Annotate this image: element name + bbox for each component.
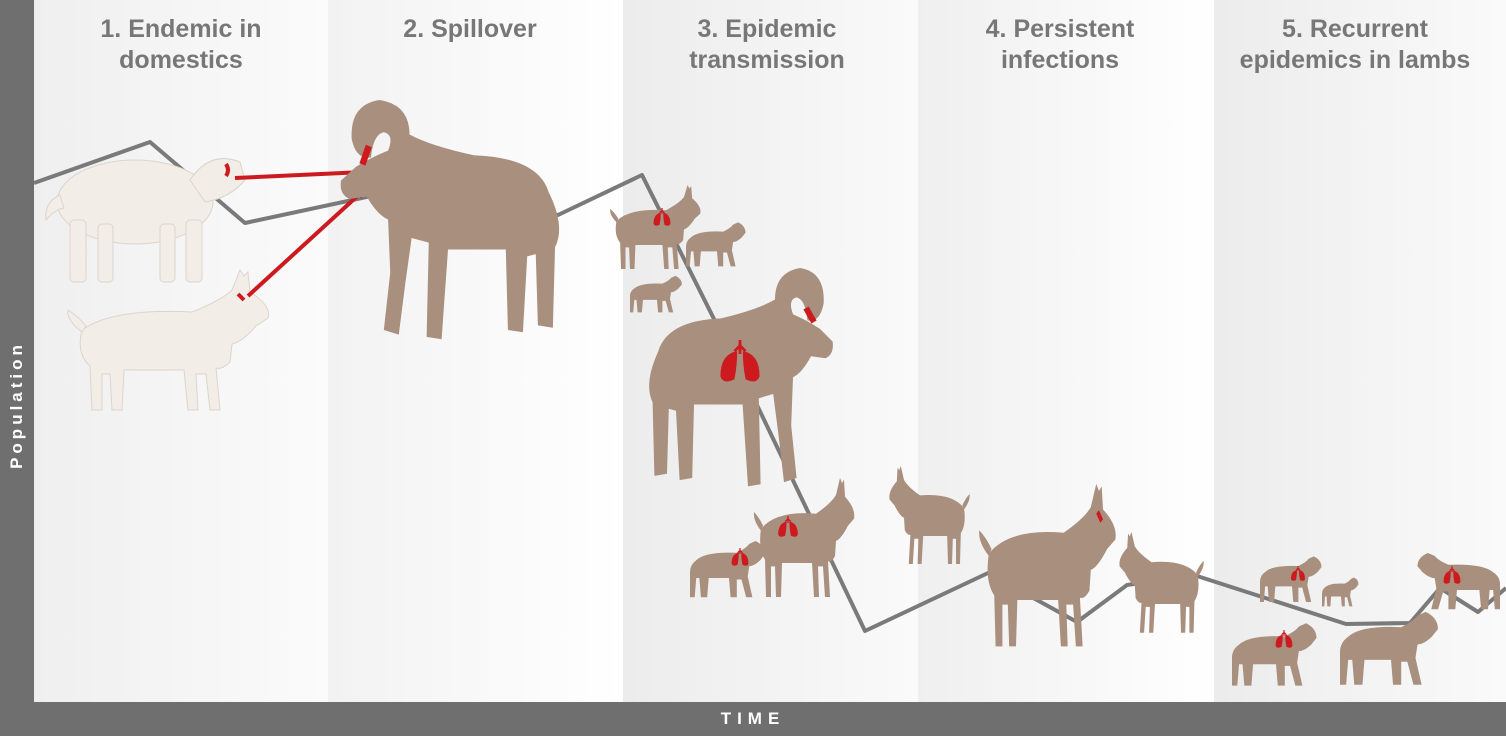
stage-title-3: 3. Epidemic transmission: [620, 14, 914, 76]
bighorn-ewe-icon: [979, 484, 1116, 646]
stage-title-5-line1: 5. Recurrent: [1208, 14, 1502, 45]
stage-title-4-line2: infections: [913, 45, 1207, 76]
bighorn-ram-icon: [341, 100, 559, 339]
stage-title-3-line1: 3. Epidemic: [620, 14, 914, 45]
x-axis-bar: TIME: [0, 702, 1506, 736]
bighorn-ram-icon: [649, 268, 833, 486]
bighorn-lamb-icon: [690, 541, 765, 597]
bighorn-lamb-icon: [1260, 556, 1321, 602]
domestic-goat-icon: [68, 270, 269, 410]
bighorn-lamb-icon: [1232, 623, 1316, 685]
x-axis-label: TIME: [0, 702, 1506, 736]
stage-title-2-line1: 2. Spillover: [323, 14, 617, 45]
stage-title-4: 4. Persistent infections: [913, 14, 1207, 76]
bighorn-ewe-icon: [889, 466, 969, 564]
stage-title-5-line2: epidemics in lambs: [1208, 45, 1502, 76]
bighorn-lamb-icon: [630, 276, 682, 312]
stage-title-2: 2. Spillover: [323, 14, 617, 45]
bighorn-lamb-icon: [686, 222, 746, 266]
y-axis-label: Population: [7, 341, 27, 469]
bighorn-lamb-icon: [1322, 578, 1358, 607]
y-axis-bar: Population: [0, 0, 34, 702]
stage-title-1-line1: 1. Endemic in: [34, 14, 328, 45]
transmission-arrow-sheep: [235, 172, 364, 178]
stage-title-4-line1: 4. Persistent: [913, 14, 1207, 45]
stage-title-1: 1. Endemic in domestics: [34, 14, 328, 76]
bighorn-ewe-icon: [1119, 532, 1203, 633]
transmission-arrow-goat: [248, 190, 364, 296]
stage-title-3-line2: transmission: [620, 45, 914, 76]
diagram-svg: [0, 0, 1506, 702]
domestic-sheep-icon: [46, 159, 245, 282]
stage-title-5: 5. Recurrent epidemics in lambs: [1208, 14, 1502, 76]
stage-title-1-line2: domestics: [34, 45, 328, 76]
